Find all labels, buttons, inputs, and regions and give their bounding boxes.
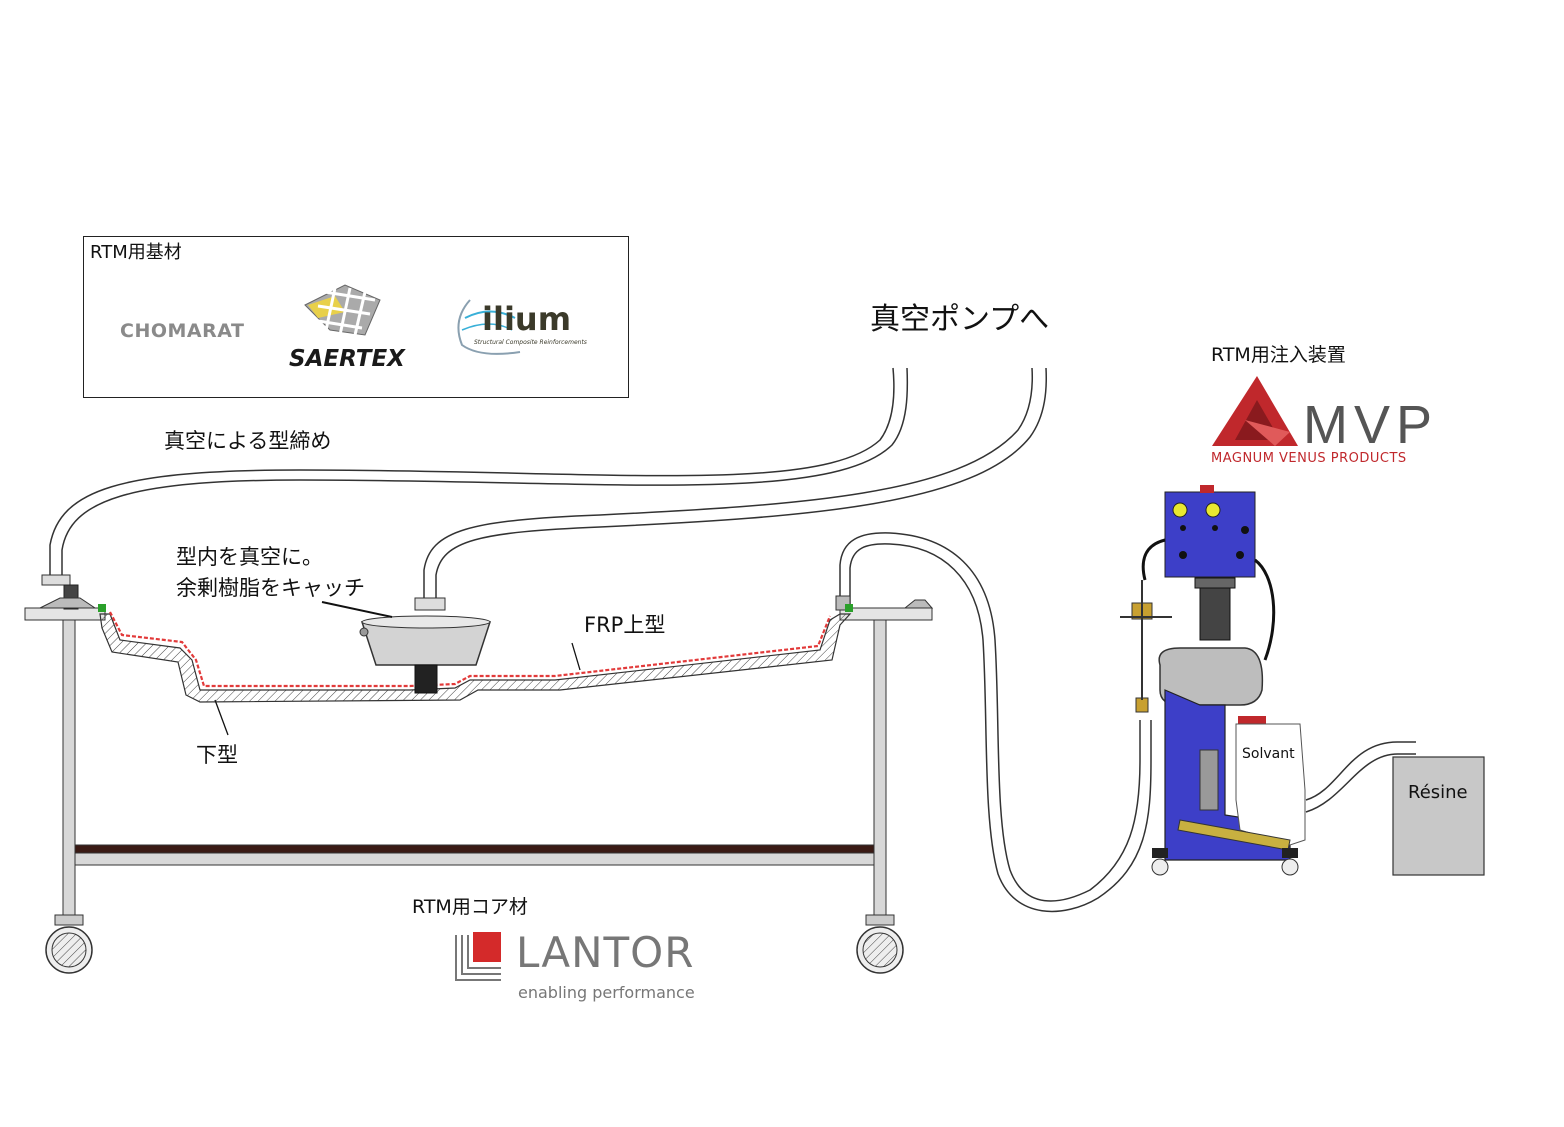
injection-machine-label: RTM用注入装置 bbox=[1211, 344, 1346, 366]
vacuum-pump-label: 真空ポンプへ bbox=[870, 302, 1050, 337]
vacuum-hose-right bbox=[423, 367, 1047, 600]
ilium-tagline: Structural Composite Reinforcements bbox=[474, 339, 587, 346]
lower-mold bbox=[24, 574, 934, 703]
table-leg-left bbox=[62, 619, 76, 921]
table-crossbar bbox=[74, 844, 875, 854]
injection-hose bbox=[839, 532, 1152, 913]
saertex-logo: SAERTEX bbox=[289, 346, 405, 372]
ilium-logo-mark bbox=[457, 299, 521, 355]
resin-label: Résine bbox=[1408, 782, 1468, 803]
table-leg-right bbox=[873, 619, 887, 921]
substrate-box-title: RTM用基材 bbox=[90, 242, 182, 263]
injection-machine bbox=[1120, 485, 1416, 876]
mvp-logo: MVP bbox=[1303, 395, 1439, 455]
lantor-logo: LANTOR bbox=[516, 928, 695, 977]
core-material-label: RTM用コア材 bbox=[412, 896, 528, 918]
catch-pot-label-line1: 型内を真空に。 bbox=[176, 545, 323, 569]
catch-pot-label-line2: 余剰樹脂をキャッチ bbox=[176, 576, 365, 600]
chomarat-logo: CHOMARAT bbox=[120, 320, 245, 342]
caster-right bbox=[856, 914, 904, 974]
lower-mold-label: 下型 bbox=[196, 743, 238, 767]
lantor-logo-mark bbox=[455, 932, 501, 981]
resin-container bbox=[1392, 756, 1485, 876]
catch-pot bbox=[321, 597, 492, 694]
lantor-tagline: enabling performance bbox=[518, 983, 695, 1002]
caster-left bbox=[45, 914, 93, 974]
mold-table bbox=[45, 619, 904, 974]
vacuum-hose-left bbox=[49, 367, 909, 575]
saertex-logo-mark bbox=[304, 284, 381, 336]
vacuum-clamp-label: 真空による型締め bbox=[164, 429, 332, 453]
upper-mold-label: FRP上型 bbox=[584, 613, 666, 637]
mvp-tagline: MAGNUM VENUS PRODUCTS bbox=[1211, 451, 1407, 466]
solvent-label: Solvant bbox=[1242, 746, 1295, 762]
ilium-logo: ilium bbox=[482, 300, 572, 338]
mvp-logo-mark bbox=[1212, 376, 1298, 446]
substrate-supplier-box bbox=[83, 236, 629, 398]
